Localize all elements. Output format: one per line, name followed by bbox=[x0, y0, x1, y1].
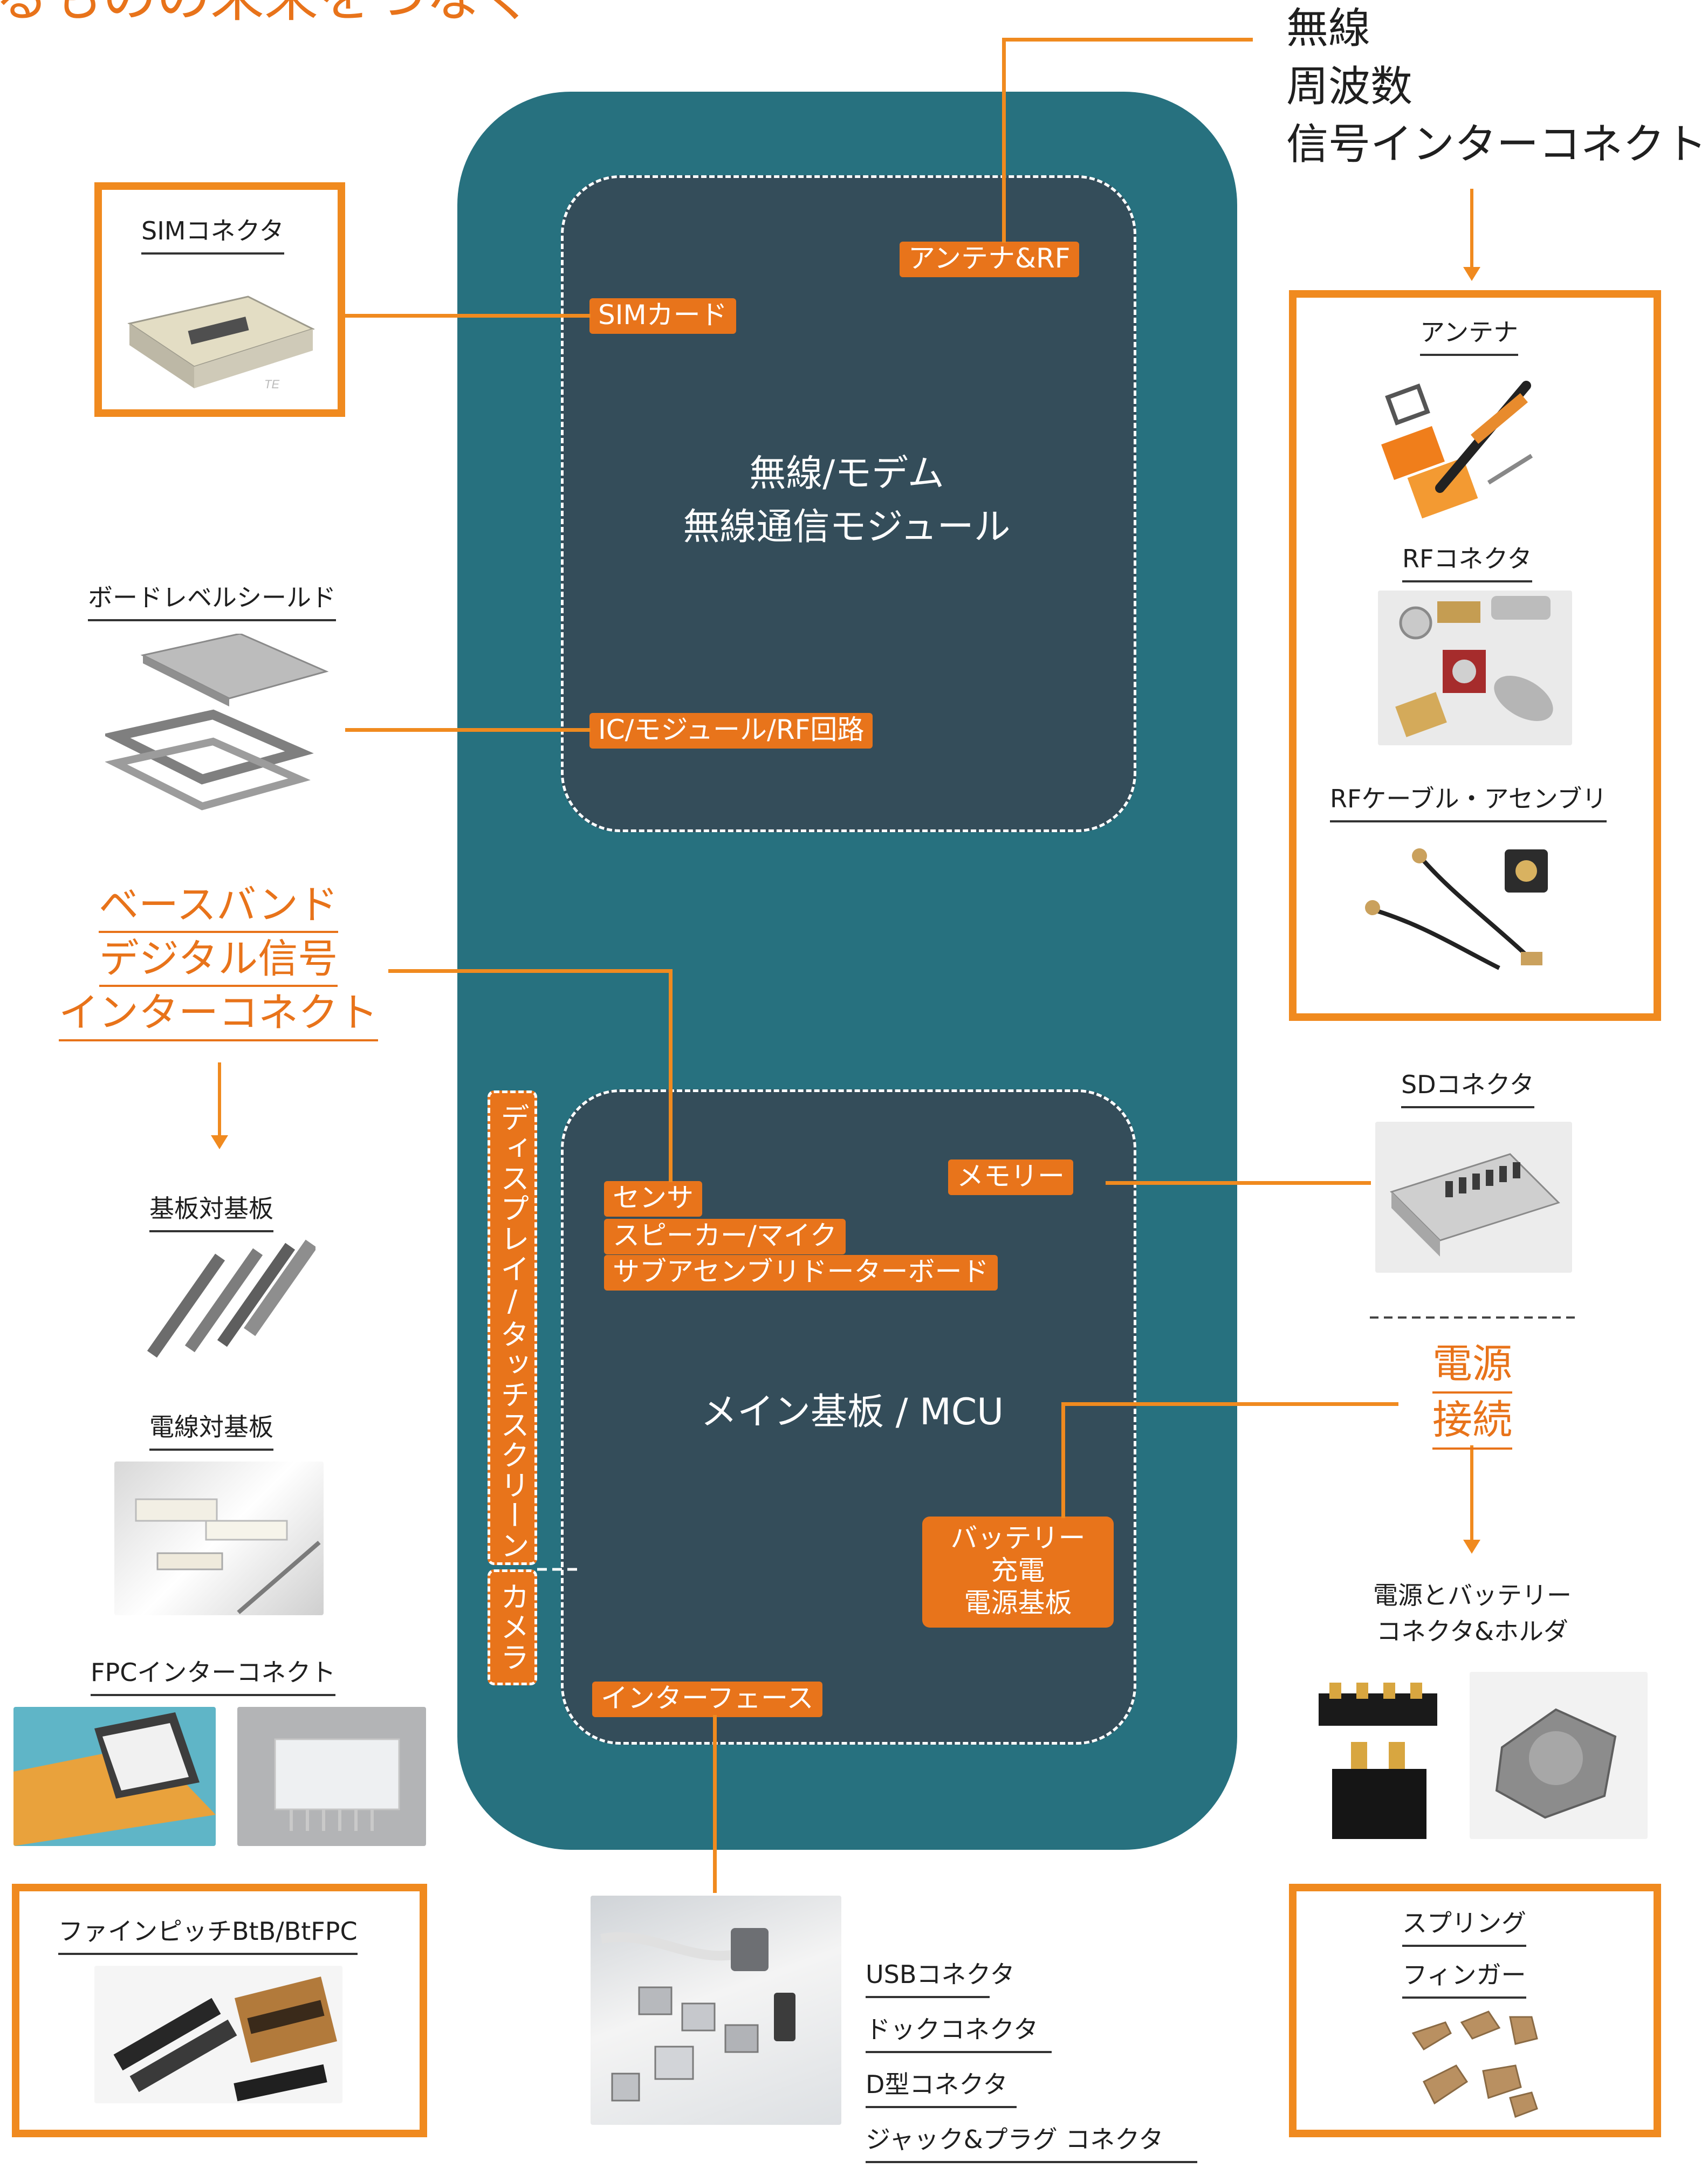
main-board-panel bbox=[561, 1089, 1136, 1745]
battery-caption-line: コネクタ&ホルダ bbox=[1376, 1616, 1569, 1646]
baseband-line: ベースバンド bbox=[99, 879, 338, 934]
connector-line bbox=[388, 969, 673, 973]
page-heading: るものの未来をつなぐ bbox=[0, 0, 534, 24]
rf-products-box bbox=[1289, 290, 1661, 1021]
spring-finger-line: スプリング bbox=[1402, 1904, 1526, 1947]
connector-line bbox=[345, 728, 591, 732]
arrow-down-icon bbox=[211, 1135, 228, 1149]
board-shield-image bbox=[105, 634, 329, 811]
wireless-heading-line: 無線 bbox=[1286, 4, 1371, 53]
wireless-heading: 無線 周波数 信号インターコネクト bbox=[1286, 0, 1707, 174]
usb-connector-image bbox=[591, 1896, 841, 2125]
connector-line bbox=[1002, 38, 1253, 42]
power-line: 電源 bbox=[1432, 1337, 1512, 1394]
tag-display-touchscreen: ディスプレイ/タッチスクリーン bbox=[488, 1090, 537, 1565]
battery-holder-image bbox=[1470, 1672, 1648, 1839]
fpc-image-2 bbox=[237, 1707, 426, 1846]
power-line: 接続 bbox=[1432, 1394, 1512, 1450]
sim-connector-label: SIMコネクタ bbox=[141, 211, 284, 255]
battery-connector-image bbox=[1319, 1683, 1437, 1839]
battery-tag-line: 充電 bbox=[991, 1555, 1045, 1586]
tag-speaker-mic: スピーカー/マイク bbox=[604, 1219, 846, 1254]
arrow-down-icon bbox=[1463, 267, 1480, 281]
spring-finger-line: フィンガー bbox=[1402, 1956, 1526, 1999]
wireless-panel-title: 無線/モデム 無線通信モジュール bbox=[626, 448, 1068, 554]
tag-memory: メモリー bbox=[948, 1159, 1073, 1195]
battery-caption: 電源とバッテリー コネクタ&ホルダ bbox=[1354, 1577, 1591, 1649]
connector-line bbox=[1061, 1402, 1065, 1518]
arrow-line bbox=[1470, 1445, 1473, 1542]
baseband-line: インターコネクト bbox=[59, 987, 378, 1041]
camera-dash-connector bbox=[537, 1568, 580, 1571]
wireless-heading-line: 周波数 bbox=[1286, 62, 1413, 111]
display-tag-text: ディスプレイ/タッチスクリーン bbox=[495, 1103, 530, 1561]
sd-connector-image bbox=[1375, 1122, 1572, 1273]
rf-cable-label: RFケーブル・アセンブリ bbox=[1330, 779, 1607, 822]
fpc-image-1 bbox=[13, 1707, 216, 1846]
tag-subassembly: サブアセンブリドーターボード bbox=[604, 1255, 998, 1291]
arrow-down-icon bbox=[1463, 1540, 1480, 1554]
section-divider bbox=[1370, 1316, 1580, 1319]
te-logo-text: TE bbox=[264, 378, 279, 391]
wireless-title-line: 無線/モデム bbox=[749, 452, 944, 495]
fine-pitch-label: ファインピッチBtB/BtFPC bbox=[58, 1912, 358, 1955]
tag-ic-module-rf: IC/モジュール/RF回路 bbox=[589, 713, 873, 749]
usb-list-item: D型コネクタ bbox=[866, 2065, 1017, 2108]
fine-pitch-image bbox=[94, 1966, 342, 2103]
connector-line bbox=[345, 314, 591, 318]
rf-cable-image bbox=[1365, 848, 1548, 970]
sd-connector-label: SDコネクタ bbox=[1401, 1065, 1534, 1108]
usb-list-item: USBコネクタ bbox=[866, 1955, 1015, 1998]
usb-list-item: ジャック&プラグ コネクタ bbox=[866, 2120, 1197, 2163]
board-to-board-label: 基板対基板 bbox=[149, 1189, 273, 1232]
tag-sim-card: SIMカード bbox=[589, 298, 736, 334]
rf-connector-label: RFコネクタ bbox=[1402, 539, 1532, 582]
connector-line bbox=[1002, 38, 1006, 243]
sim-connector-box bbox=[94, 182, 345, 417]
usb-list-item: ドックコネクタ bbox=[866, 2010, 1052, 2053]
connector-line bbox=[669, 969, 673, 1182]
board-to-board-image bbox=[147, 1239, 315, 1358]
power-heading: 電源 接続 bbox=[1391, 1337, 1553, 1450]
wireless-title-line: 無線通信モジュール bbox=[683, 505, 1011, 548]
wireless-heading-line: 信号インターコネクト bbox=[1286, 120, 1707, 169]
spring-finger-image bbox=[1411, 2011, 1538, 2118]
usb-connector-list: USBコネクタ ドックコネクタ D型コネクタ ジャック&プラグ コネクタ bbox=[866, 1955, 1197, 2175]
battery-tag-line: 電源基板 bbox=[964, 1587, 1072, 1618]
spring-finger-label: スプリング フィンガー bbox=[1402, 1904, 1526, 1999]
connector-line bbox=[1061, 1402, 1398, 1406]
tag-battery-power: バッテリー 充電 電源基板 bbox=[922, 1517, 1114, 1628]
rf-connector-image bbox=[1378, 591, 1572, 745]
wire-to-board-image bbox=[114, 1462, 324, 1615]
fpc-label: FPCインターコネクト bbox=[91, 1653, 336, 1696]
baseband-heading: ベースバンド デジタル信号 インターコネクト bbox=[43, 879, 394, 1041]
arrow-line bbox=[1470, 189, 1473, 270]
main-panel-title: メイン基板 / MCU bbox=[700, 1391, 1004, 1433]
camera-tag-text: カメラ bbox=[495, 1582, 530, 1672]
board-shield-label: ボードレベルシールド bbox=[88, 578, 336, 621]
arrow-line bbox=[218, 1062, 221, 1138]
tag-camera: カメラ bbox=[488, 1569, 537, 1685]
wire-to-board-label: 電線対基板 bbox=[149, 1408, 273, 1451]
tag-interface: インターフェース bbox=[592, 1682, 822, 1717]
antenna-image bbox=[1381, 381, 1533, 519]
sim-connector-image: TE bbox=[127, 296, 315, 391]
battery-caption-line: 電源とバッテリー bbox=[1373, 1581, 1572, 1610]
battery-tag-line: バッテリー bbox=[950, 1522, 1086, 1554]
connector-line bbox=[1106, 1181, 1371, 1185]
tag-sensor: センサ bbox=[604, 1181, 702, 1217]
tag-antenna-rf: アンテナ&RF bbox=[900, 242, 1079, 277]
baseband-line: デジタル信号 bbox=[99, 933, 338, 987]
antenna-label: アンテナ bbox=[1420, 313, 1519, 356]
connector-line bbox=[713, 1715, 717, 1893]
